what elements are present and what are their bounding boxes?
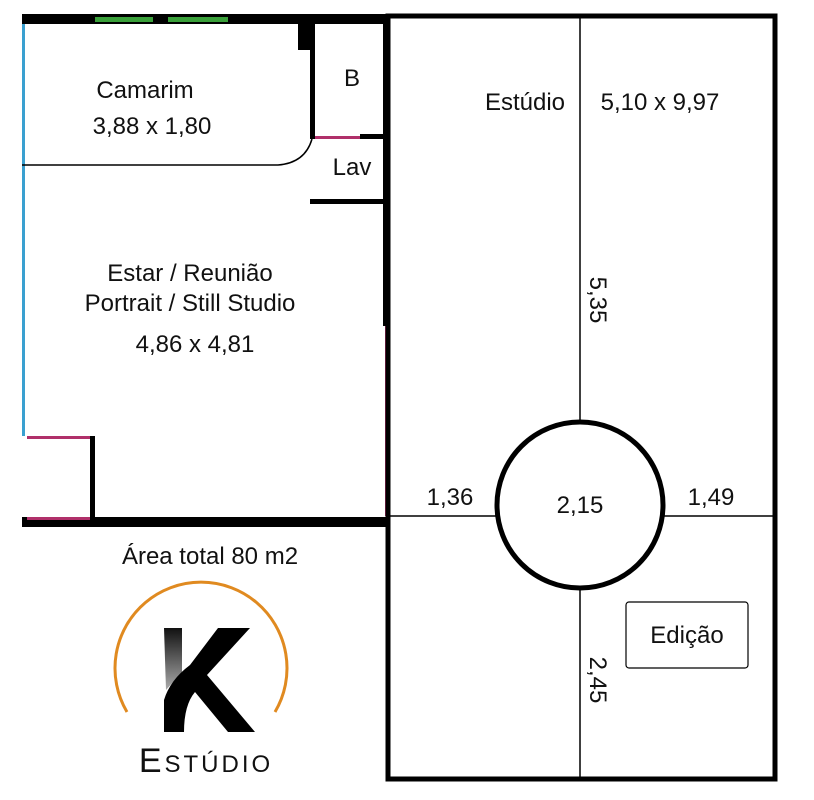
dimension-bottom: 2,45: [584, 657, 611, 704]
dimension-top: 5,35: [584, 277, 611, 324]
editing-box: [625, 601, 749, 669]
door: [27, 436, 90, 439]
logo-k: [164, 628, 255, 732]
dimension-circle: 2,15: [557, 492, 604, 519]
dimension-left: 1,36: [427, 484, 474, 511]
logo-text: Estúdio: [139, 742, 273, 780]
wall: [360, 134, 383, 139]
studio-label: Estúdio: [485, 89, 565, 116]
window: [95, 17, 153, 22]
cyclorama-circle: [494, 419, 666, 591]
living-label-2: Portrait / Still Studio: [85, 290, 296, 317]
camarim-label: Camarim: [96, 77, 193, 104]
living-label: Estar / Reunião: [107, 260, 272, 287]
bathroom-label: B: [344, 65, 360, 92]
logo-k-stem: [164, 628, 182, 690]
total-area: Área total 80 m2: [122, 543, 298, 570]
editing-label: Edição: [650, 622, 723, 649]
dimension-right: 1,49: [688, 484, 735, 511]
camarim-size: 3,88 x 1,80: [93, 113, 212, 140]
camarim-partition: [22, 138, 313, 166]
studio: [385, 13, 778, 782]
living-size: 4,86 x 4,81: [136, 331, 255, 358]
logo-arc: [113, 580, 289, 713]
studio-walls: [385, 13, 778, 782]
logo: Estúdio: [113, 580, 289, 780]
studio-size: 5,10 x 9,97: [601, 89, 720, 116]
lavatory-label: Lav: [333, 154, 372, 181]
bathroom-wall: [310, 24, 315, 139]
pillar: [298, 24, 310, 50]
window: [168, 17, 228, 22]
wall: [90, 436, 95, 518]
door: [27, 517, 90, 520]
glass-wall: [22, 24, 25, 436]
lav-wall: [310, 199, 383, 204]
door: [315, 136, 360, 139]
bottom-wall: [22, 517, 388, 527]
